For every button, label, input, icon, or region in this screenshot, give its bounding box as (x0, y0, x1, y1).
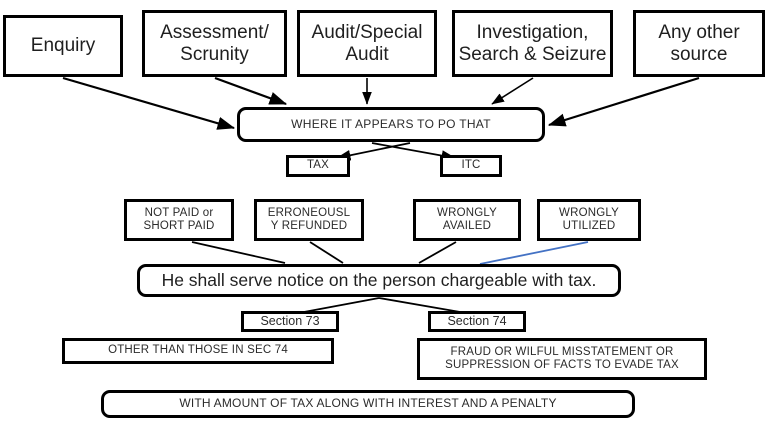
statement-box-serve-notice[interactable]: He shall serve notice on the person char… (137, 264, 621, 297)
source-box-audit[interactable]: Audit/Special Audit (297, 10, 437, 77)
connector-wronglyutilized-to-statement (479, 241, 589, 265)
center-box-where-it-appears[interactable]: WHERE IT APPEARS TO PO THAT (237, 107, 545, 142)
source-box-assessment[interactable]: Assessment/ Scrunity (142, 10, 287, 77)
connector-notpaid-to-statement (191, 241, 286, 264)
connector-statement-to-section73 (303, 297, 380, 313)
detail-box-other-than-sec-74[interactable]: OTHER THAN THOSE IN SEC 74 (62, 338, 334, 364)
box-tax[interactable]: TAX (286, 155, 350, 177)
section-box-73[interactable]: Section 73 (241, 311, 339, 332)
detail-box-fraud-suppression[interactable]: FRAUD OR WILFUL MISSTATEMENT OR SUPPRESS… (417, 338, 707, 380)
connector-enquiry-to-center (62, 76, 236, 130)
source-box-enquiry[interactable]: Enquiry (3, 15, 123, 77)
connector-anyother-to-center (547, 76, 700, 127)
connector-erroneously-to-statement (309, 241, 344, 264)
section-box-74[interactable]: Section 74 (428, 311, 526, 332)
source-box-investigation[interactable]: Investigation, Search & Seizure (452, 10, 613, 77)
connector-statement-to-section74 (378, 297, 461, 313)
box-itc[interactable]: ITC (440, 155, 502, 177)
source-box-any-other[interactable]: Any other source (633, 10, 765, 77)
category-box-erroneously-refunded[interactable]: ERRONEOUSL Y REFUNDED (254, 199, 364, 241)
connector-investigation-to-center (491, 77, 534, 105)
category-box-wrongly-availed[interactable]: WRONGLY AVAILED (413, 199, 521, 241)
final-box-with-amount-of-tax[interactable]: WITH AMOUNT OF TAX ALONG WITH INTEREST A… (101, 390, 635, 418)
category-box-wrongly-utilized[interactable]: WRONGLY UTILIZED (537, 199, 641, 241)
category-box-not-paid[interactable]: NOT PAID or SHORT PAID (124, 199, 234, 241)
connector-assessment-to-center (214, 76, 288, 106)
connector-wronglyavailed-to-statement (418, 241, 457, 264)
